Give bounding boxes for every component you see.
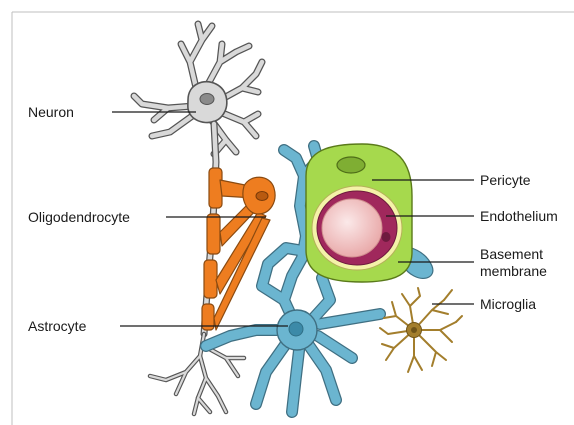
neuron-label: Neuron [28,104,74,121]
endothelial-nucleus [382,232,391,242]
blood-vessel [306,144,412,282]
myelin-segment [207,214,220,254]
pericyte-label: Pericyte [480,172,531,189]
microglia-label: Microglia [480,296,536,313]
myelin-segment [204,260,217,298]
oligodendrocyte-cell [202,168,275,330]
basement-membrane-label: Basement membrane [480,246,547,280]
endothelium-label: Endothelium [480,208,574,225]
vessel-lumen [322,199,382,257]
pericyte-nucleus [337,157,365,173]
astrocyte-label: Astrocyte [28,318,86,335]
myelin-segment [209,168,222,208]
oligodendrocyte-label: Oligodendrocyte [28,209,130,226]
microglia-cell [380,288,462,372]
